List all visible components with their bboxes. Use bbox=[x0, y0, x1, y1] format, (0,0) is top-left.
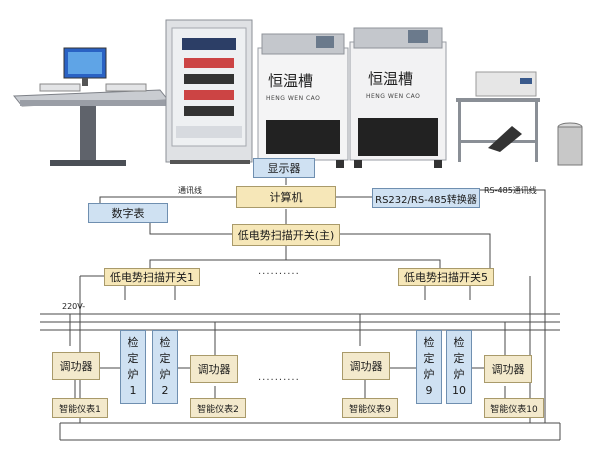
main-switch-node: 低电势扫描开关(主) bbox=[232, 224, 340, 246]
digital-meter-node: 数字表 bbox=[88, 203, 168, 223]
furnace-1-char-3: 炉 bbox=[127, 368, 139, 381]
ellipsis-top: ·········· bbox=[258, 269, 300, 280]
furnace-10-char-1: 检 bbox=[453, 336, 465, 349]
rs485-line-label: RS-485通讯线 bbox=[484, 186, 537, 195]
display-node: 显示器 bbox=[253, 158, 315, 178]
switch-5-node: 低电势扫描开关5 bbox=[398, 268, 494, 286]
furnace-2-char-2: 定 bbox=[159, 352, 171, 365]
furnace-10-char-2: 定 bbox=[453, 352, 465, 365]
tank-1-name: 恒温槽 bbox=[268, 72, 313, 90]
furnace-1-char-4: 1 bbox=[129, 384, 137, 397]
regulator-1: 调功器 bbox=[52, 352, 100, 380]
furnace-9-char-3: 炉 bbox=[423, 368, 435, 381]
instrument-bench bbox=[456, 71, 583, 166]
furnace-2: 检 定 炉 2 bbox=[152, 330, 178, 404]
furnace-1: 检 定 炉 1 bbox=[120, 330, 146, 404]
tank-2-sub: HENG WEN CAO bbox=[366, 93, 420, 100]
furnace-10-char-4: 10 bbox=[452, 384, 466, 397]
converter-node: RS232/RS-485转换器 bbox=[372, 188, 480, 208]
regulator-10: 调功器 bbox=[484, 355, 532, 383]
furnace-9-char-2: 定 bbox=[423, 352, 435, 365]
workstation-desk bbox=[12, 47, 170, 166]
voltage-label: 220V- bbox=[62, 302, 86, 311]
furnace-9-char-4: 9 bbox=[425, 384, 433, 397]
furnace-10-char-3: 炉 bbox=[453, 368, 465, 381]
meter-9: 智能仪表9 bbox=[342, 398, 398, 418]
thermostatic-tank-2 bbox=[349, 27, 447, 168]
furnace-2-char-3: 炉 bbox=[159, 368, 171, 381]
control-cabinet bbox=[165, 19, 253, 164]
tank-2-name: 恒温槽 bbox=[368, 70, 413, 88]
regulator-2: 调功器 bbox=[190, 355, 238, 383]
furnace-2-char-1: 检 bbox=[159, 336, 171, 349]
computer-node: 计算机 bbox=[236, 186, 336, 208]
thermostatic-tank-1 bbox=[257, 33, 349, 168]
comm-line-label: 通讯线 bbox=[178, 186, 202, 195]
furnace-2-char-4: 2 bbox=[161, 384, 169, 397]
tank-1-sub: HENG WEN CAO bbox=[266, 95, 320, 102]
furnace-9: 检 定 炉 9 bbox=[416, 330, 442, 404]
regulator-9: 调功器 bbox=[342, 352, 390, 380]
meter-10: 智能仪表10 bbox=[484, 398, 544, 418]
furnace-9-char-1: 检 bbox=[423, 336, 435, 349]
switch-1-node: 低电势扫描开关1 bbox=[104, 268, 200, 286]
furnace-1-char-2: 定 bbox=[127, 352, 139, 365]
furnace-1-char-1: 检 bbox=[127, 336, 139, 349]
ellipsis-bottom: ·········· bbox=[258, 375, 300, 386]
meter-2: 智能仪表2 bbox=[190, 398, 246, 418]
furnace-10: 检 定 炉 10 bbox=[446, 330, 472, 404]
equipment-illustration: 恒温槽 HENG WEN CAO 恒温槽 HENG WEN CAO bbox=[12, 19, 583, 168]
meter-1: 智能仪表1 bbox=[52, 398, 108, 418]
